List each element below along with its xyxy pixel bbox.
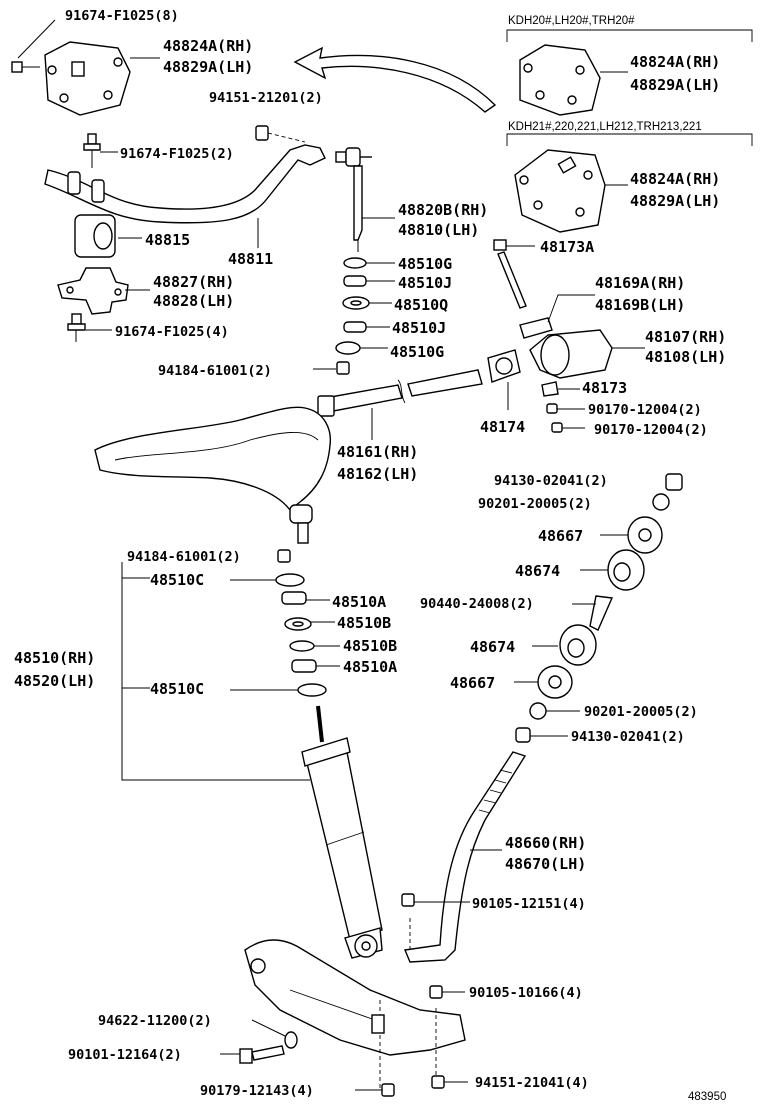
label-48510j-upper: 48510J <box>398 274 452 292</box>
label-48169a-rh: 48169A(RH) <box>595 274 685 292</box>
stabilizer-bracket-part <box>44 41 131 116</box>
upper-cushion-stack <box>313 257 395 375</box>
label-48828-lh: 48828(LH) <box>153 292 234 310</box>
label-48162-lh: 48162(LH) <box>337 465 418 483</box>
label-48510b-lower: 48510B <box>343 637 397 655</box>
lower-arm-group <box>244 918 466 1097</box>
label-48824a-rh-v1: 48824A(RH) <box>630 53 720 71</box>
label-48824a-rh-v2: 48824A(RH) <box>630 170 720 188</box>
label-90170-12004-b: 90170-12004(2) <box>594 422 708 438</box>
upper-arm-group <box>94 406 332 544</box>
bracket-variant-1-part <box>519 44 601 116</box>
upper-bracket-group <box>11 19 160 116</box>
label-94184-61001-upper: 94184-61001(2) <box>158 363 272 379</box>
label-48510c-lower: 48510C <box>150 680 204 698</box>
label-48173: 48173 <box>582 379 627 397</box>
label-48667-upper: 48667 <box>538 527 583 545</box>
bolt-lower-group <box>67 313 112 342</box>
shock-absorber-part <box>304 741 383 941</box>
label-94622-11200: 94622-11200(2) <box>98 1013 212 1029</box>
torsion-bar-group <box>317 369 483 440</box>
torsion-bar-part <box>324 384 403 413</box>
label-91674-f1025-8: 91674-F1025(8) <box>65 8 179 24</box>
stabilizer-link-part <box>353 165 363 241</box>
label-48174: 48174 <box>480 418 525 436</box>
label-90105-12151: 90105-12151(4) <box>472 896 586 912</box>
shock-bracket-lines <box>121 562 310 781</box>
label-48510j-lower: 48510J <box>392 319 446 337</box>
stabilizer-bar-part <box>44 144 326 224</box>
label-91674-f1025-2: 91674-F1025(2) <box>120 146 234 162</box>
upper-control-arm-part <box>94 406 332 511</box>
flange-bolt-part <box>11 61 23 73</box>
label-94130-02041-upper: 94130-02041(2) <box>494 473 608 489</box>
label-48107-rh: 48107(RH) <box>645 328 726 346</box>
label-48161-rh: 48161(RH) <box>337 443 418 461</box>
label-48510b-upper: 48510B <box>337 614 391 632</box>
label-48820b-rh: 48820B(RH) <box>398 201 488 219</box>
label-48674-lower: 48674 <box>470 638 515 656</box>
anchor-bolt-group <box>493 239 535 309</box>
label-48108-lh: 48108(LH) <box>645 348 726 366</box>
label-90179-12143: 90179-12143(4) <box>200 1083 314 1099</box>
stabilizer-bar-group <box>44 133 326 248</box>
bottom-bolts <box>220 985 468 1091</box>
label-91674-f1025-4: 91674-F1025(4) <box>115 324 229 340</box>
label-48815: 48815 <box>145 231 190 249</box>
shock-absorber-group <box>301 705 383 959</box>
label-48173a: 48173A <box>540 238 594 256</box>
label-48510a-lower: 48510A <box>343 658 397 676</box>
anchor-arm-group <box>487 294 645 433</box>
label-48510q: 48510Q <box>394 296 448 314</box>
label-48829a-lh: 48829A(LH) <box>163 58 253 76</box>
shock-upper-parts <box>230 549 340 697</box>
label-48520-lh: 48520(LH) <box>14 672 95 690</box>
label-90170-12004-a: 90170-12004(2) <box>588 402 702 418</box>
label-48670-lh: 48670(LH) <box>505 855 586 873</box>
bushing-bracket-part <box>57 267 129 315</box>
label-90201-20005-upper: 90201-20005(2) <box>478 496 592 512</box>
label-48510g-lower: 48510G <box>390 343 444 361</box>
label-90440-24008: 90440-24008(2) <box>420 596 534 612</box>
label-48510g-upper: 48510G <box>398 255 452 273</box>
strut-bar-group <box>401 751 527 963</box>
label-48510c-upper: 48510C <box>150 571 204 589</box>
label-48674-upper: 48674 <box>515 562 560 580</box>
model-variant-1-group: KDH20#,LH20#,TRH20# <box>506 15 753 116</box>
label-48169b-lh: 48169B(LH) <box>595 296 685 314</box>
label-90105-10166: 90105-10166(4) <box>469 985 583 1001</box>
label-48810-lh: 48810(LH) <box>398 221 479 239</box>
label-90201-20005-lower: 90201-20005(2) <box>584 704 698 720</box>
label-48829a-lh-v2: 48829A(LH) <box>630 192 720 210</box>
model-variant-2-group: KDH21#,220,221,LH212,TRH213,221 <box>506 121 753 233</box>
lower-control-arm-part <box>244 939 466 1056</box>
strut-bushings-group <box>514 473 683 743</box>
label-48660-rh: 48660(RH) <box>505 834 586 852</box>
label-90101-12164: 90101-12164(2) <box>68 1047 182 1063</box>
stabilizer-link-group <box>335 147 395 252</box>
label-94151-21201: 94151-21201(2) <box>209 90 323 106</box>
bracket-variant-2-part <box>514 149 606 233</box>
strut-bar-part <box>404 751 527 963</box>
diagram-number: 483950 <box>688 1091 726 1103</box>
model-group-2-note: KDH21#,220,221,LH212,TRH213,221 <box>508 121 702 133</box>
label-94184-61001-lower: 94184-61001(2) <box>127 549 241 565</box>
bushing-bracket-group <box>57 267 150 315</box>
label-48667-lower: 48667 <box>450 674 495 692</box>
reference-arrow <box>293 46 497 113</box>
model-group-1-note: KDH20#,LH20#,TRH20# <box>508 15 635 27</box>
label-48510-rh: 48510(RH) <box>14 649 95 667</box>
label-94130-02041-lower: 94130-02041(2) <box>571 729 685 745</box>
label-48829a-lh-v1: 48829A(LH) <box>630 76 720 94</box>
label-48824a-rh: 48824A(RH) <box>163 37 253 55</box>
stabilizer-bushing-group <box>74 214 142 258</box>
label-94151-21041: 94151-21041(4) <box>475 1075 589 1091</box>
label-48510a-upper: 48510A <box>332 593 386 611</box>
stabilizer-nut-group <box>255 125 306 143</box>
label-48827-rh: 48827(RH) <box>153 273 234 291</box>
label-48811: 48811 <box>228 250 273 268</box>
